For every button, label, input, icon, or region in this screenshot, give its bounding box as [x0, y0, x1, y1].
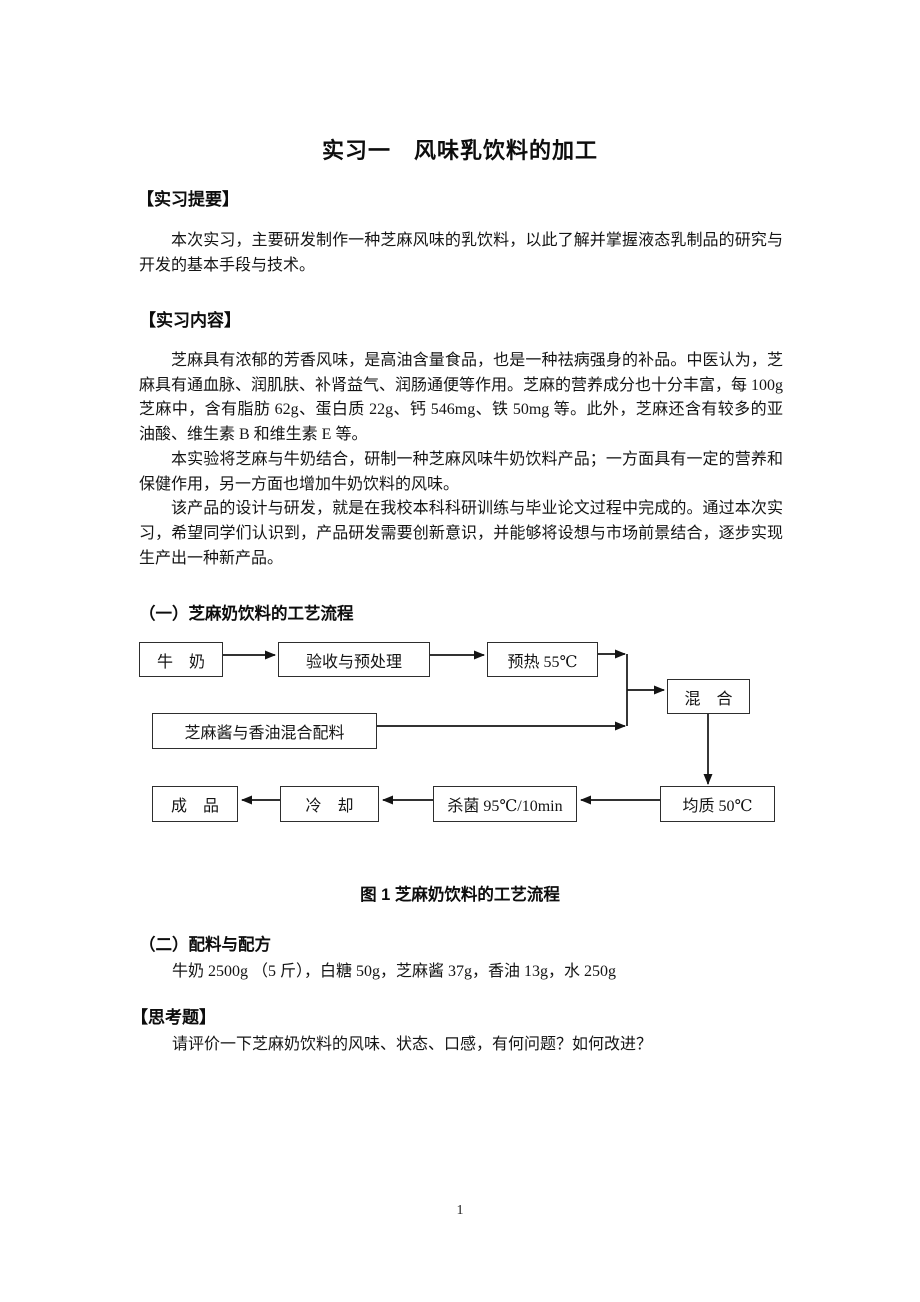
recipe-text: 牛奶 2500g （5 斤），白糖 50g，芝麻酱 37g，香油 13g，水 2…: [172, 963, 617, 980]
flow-box-milk: 牛 奶: [139, 642, 223, 677]
content-paragraph-2: 本实验将芝麻与牛奶结合，研制一种芝麻风味牛奶饮料产品；一方面具有一定的营养和保健…: [139, 450, 783, 493]
flow-box-sesame: 芝麻酱与香油混合配料: [152, 713, 377, 749]
content-paragraph-1: 芝麻具有浓郁的芳香风味，是高油含量食品，也是一种祛病强身的补品。中医认为，芝麻具…: [139, 352, 784, 444]
flow-box-mix: 混 合: [667, 679, 750, 714]
section-header-questions: 【思考题】: [131, 1008, 216, 1027]
flow-box-homogenize: 均质 50℃: [660, 786, 775, 822]
section-header-summary: 【实习提要】: [137, 190, 239, 209]
flow-box-inspect: 验收与预处理: [278, 642, 430, 677]
section-header-content: 【实习内容】: [139, 311, 241, 330]
page-number: 1: [456, 1203, 464, 1218]
flow-box-cool: 冷 却: [280, 786, 379, 822]
flow-box-product: 成 品: [152, 786, 238, 822]
flow-box-preheat: 预热 55℃: [487, 642, 598, 677]
recipe-heading: （二）配料与配方: [139, 936, 271, 954]
figure-caption: 图 1 芝麻奶饮料的工艺流程: [360, 886, 560, 904]
process-heading: （一）芝麻奶饮料的工艺流程: [139, 605, 354, 623]
page-title: 实习一 风味乳饮料的加工: [321, 137, 598, 163]
summary-paragraph: 本次实习，主要研发制作一种芝麻风味的乳饮料，以此了解并掌握液态乳制品的研究与开发…: [139, 232, 783, 274]
content-paragraph-3: 该产品的设计与研发，就是在我校本科科研训练与毕业论文过程中完成的。通过本次实习，…: [139, 500, 783, 567]
question-text: 请评价一下芝麻奶饮料的风味、状态、口感，有何问题？如何改进？: [172, 1036, 653, 1053]
flow-box-sterilize: 杀菌 95℃/10min: [433, 786, 577, 822]
content-paragraphs: 芝麻具有浓郁的芳香风味，是高油含量食品，也是一种祛病强身的补品。中医认为，芝麻具…: [139, 349, 783, 571]
process-flowchart: 牛 奶 验收与预处理 预热 55℃ 混 合 芝麻酱与香油混合配料 均质 50℃ …: [0, 630, 920, 830]
